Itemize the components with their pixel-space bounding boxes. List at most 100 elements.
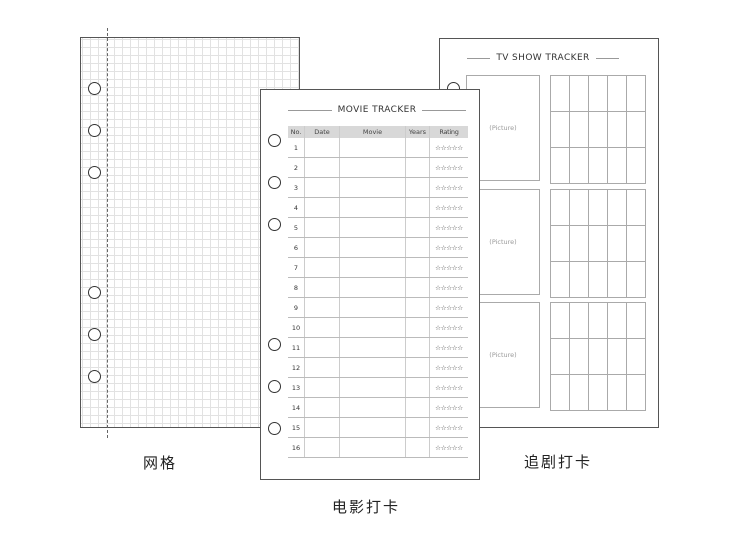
perforation-line — [107, 28, 108, 438]
movie-cell — [339, 277, 406, 298]
rating-stars: ☆☆☆☆☆ — [429, 277, 468, 298]
rating-stars: ☆☆☆☆☆ — [429, 337, 468, 358]
rating-stars: ☆☆☆☆☆ — [429, 377, 468, 398]
rating-stars: ☆☆☆☆☆ — [429, 257, 468, 278]
date-cell — [304, 237, 340, 258]
row-number: 16 — [288, 437, 305, 458]
years-cell — [405, 317, 430, 338]
date-cell — [304, 397, 340, 418]
table-row: 14☆☆☆☆☆ — [288, 397, 468, 418]
rating-stars: ☆☆☆☆☆ — [429, 237, 468, 258]
years-cell — [405, 157, 430, 178]
rating-stars: ☆☆☆☆☆ — [429, 437, 468, 458]
caption-grid: 网格 — [143, 454, 178, 472]
movie-cell — [339, 377, 406, 398]
movie-cell — [339, 138, 406, 158]
rating-stars: ☆☆☆☆☆ — [429, 177, 468, 198]
movie-cell — [339, 217, 406, 238]
date-cell — [304, 277, 340, 298]
binder-hole — [88, 124, 101, 137]
table-row: 8☆☆☆☆☆ — [288, 277, 468, 298]
row-number: 6 — [288, 237, 305, 258]
picture-label: (Picture) — [489, 238, 517, 246]
movie-cell — [339, 417, 406, 438]
header-years: Years — [405, 126, 430, 138]
movie-title: MOVIE TRACKER — [337, 105, 417, 115]
header-rating: Rating — [429, 126, 468, 138]
row-number: 13 — [288, 377, 305, 398]
table-row: 15☆☆☆☆☆ — [288, 417, 468, 438]
movie-cell — [339, 397, 406, 418]
row-number: 12 — [288, 357, 305, 378]
years-cell — [405, 397, 430, 418]
row-number: 1 — [288, 138, 305, 158]
header-date: Date — [304, 126, 340, 138]
row-number: 10 — [288, 317, 305, 338]
years-cell — [405, 357, 430, 378]
movie-cell — [339, 197, 406, 218]
tv-title: TV SHOW TRACKER — [496, 53, 590, 63]
title-rule — [288, 109, 332, 111]
movie-cell — [339, 317, 406, 338]
binder-hole — [88, 286, 101, 299]
movie-cell — [339, 437, 406, 458]
date-cell — [304, 217, 340, 238]
years-cell — [405, 237, 430, 258]
episode-grid — [550, 75, 646, 184]
binder-hole — [88, 166, 101, 179]
years-cell — [405, 138, 430, 158]
rating-stars: ☆☆☆☆☆ — [429, 317, 468, 338]
years-cell — [405, 217, 430, 238]
date-cell — [304, 337, 340, 358]
years-cell — [405, 277, 430, 298]
table-header-row: No. Date Movie Years Rating — [288, 126, 468, 138]
movie-cell — [339, 157, 406, 178]
table-row: 12 ☆☆☆☆☆ — [288, 357, 468, 378]
table-row: 16 ☆☆☆☆☆ — [288, 437, 468, 458]
movie-cell — [339, 357, 406, 378]
date-cell — [304, 317, 340, 338]
rating-stars: ☆☆☆☆☆ — [429, 217, 468, 238]
binder-hole — [268, 338, 281, 351]
episode-grid — [550, 189, 646, 298]
binder-hole — [268, 380, 281, 393]
rating-stars: ☆☆☆☆☆ — [429, 138, 468, 158]
rating-stars: ☆☆☆☆☆ — [429, 397, 468, 418]
date-cell — [304, 157, 340, 178]
movie-cell — [339, 257, 406, 278]
table-row: 13 ☆☆☆☆☆ — [288, 377, 468, 398]
movie-title-row: MOVIE TRACKER — [288, 105, 467, 115]
years-cell — [405, 377, 430, 398]
table-row: 4☆☆☆☆☆ — [288, 197, 468, 218]
table-row: 2 ☆☆☆☆☆ — [288, 157, 468, 178]
table-row: 7☆☆☆☆☆ — [288, 257, 468, 278]
header-no: No. — [288, 126, 305, 138]
movie-table: No. Date Movie Years Rating 1 ☆☆☆☆☆ 2 ☆☆☆☆☆… — [288, 126, 468, 458]
table-row: 9☆☆☆☆☆ — [288, 297, 468, 318]
movie-tracker-page: MOVIE TRACKER No. Date Movie Years Ratin… — [260, 89, 480, 480]
rating-stars: ☆☆☆☆☆ — [429, 357, 468, 378]
date-cell — [304, 177, 340, 198]
rating-stars: ☆☆☆☆☆ — [429, 157, 468, 178]
rating-stars: ☆☆☆☆☆ — [429, 417, 468, 438]
row-number: 5 — [288, 217, 305, 238]
binder-hole — [88, 82, 101, 95]
date-cell — [304, 417, 340, 438]
date-cell — [304, 377, 340, 398]
movie-cell — [339, 337, 406, 358]
header-movie: Movie — [339, 126, 406, 138]
years-cell — [405, 437, 430, 458]
years-cell — [405, 177, 430, 198]
table-row: 6 ☆☆☆☆☆ — [288, 237, 468, 258]
movie-cell — [339, 177, 406, 198]
table-row: 10 ☆☆☆☆☆ — [288, 317, 468, 338]
date-cell — [304, 437, 340, 458]
row-number: 4 — [288, 197, 305, 218]
date-cell — [304, 138, 340, 158]
tv-title-row: TV SHOW TRACKER — [467, 53, 620, 63]
date-cell — [304, 197, 340, 218]
title-rule — [467, 57, 491, 59]
date-cell — [304, 357, 340, 378]
years-cell — [405, 197, 430, 218]
row-number: 2 — [288, 157, 305, 178]
